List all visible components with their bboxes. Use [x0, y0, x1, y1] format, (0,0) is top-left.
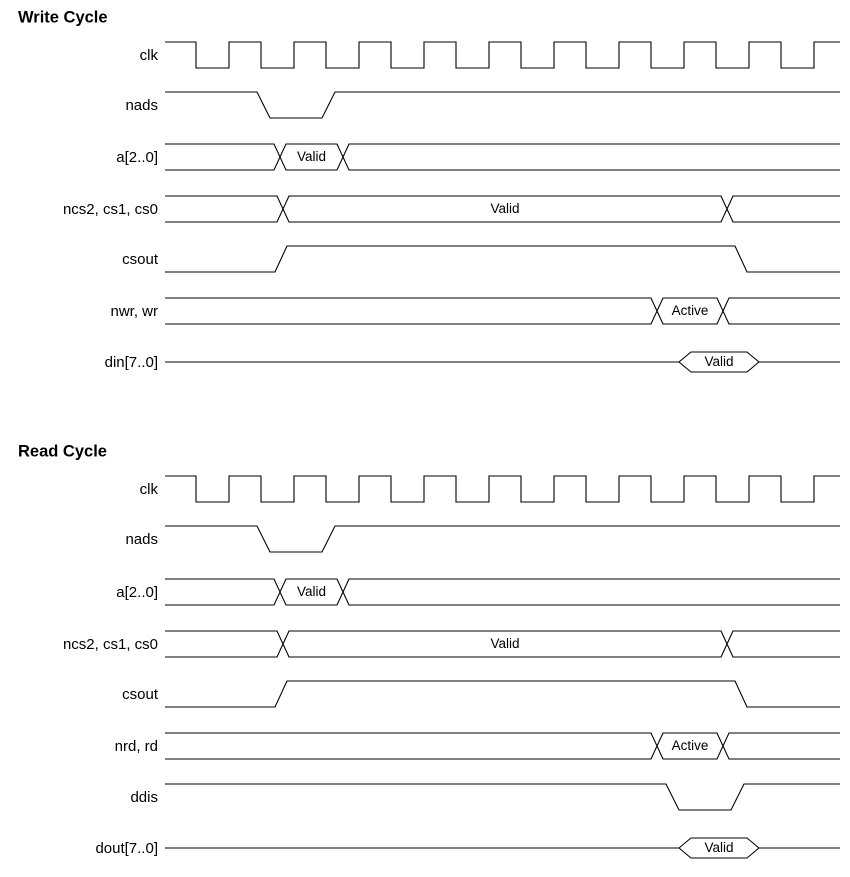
write-cycle-a-2-0-row: a[2..0] Valid — [116, 143, 840, 171]
read-cycle-a-2-0-upper-line — [165, 578, 840, 606]
write-cycle-csout-waveform — [165, 245, 840, 273]
write-cycle-ncs2-cs1-cs0-value-label: Valid — [490, 201, 519, 216]
read-cycle-ddis-row: ddis — [130, 783, 840, 811]
write-cycle-ncs2-cs1-cs0-row: ncs2, cs1, cs0 Valid — [63, 195, 840, 223]
write-cycle-a-2-0-value-label: Valid — [297, 149, 326, 164]
write-cycle-nwr-wr-lower-line — [165, 297, 840, 325]
read-cycle-ncs2-cs1-cs0-signal-label: ncs2, cs1, cs0 — [63, 636, 158, 653]
write-cycle-din-7-0-row: din[7..0] Valid — [105, 351, 840, 373]
read-cycle-nrd-rd-signal-label: nrd, rd — [115, 738, 158, 755]
read-cycle-a-2-0-lower-line — [165, 578, 840, 606]
read-cycle-dout-7-0-upper-line — [165, 837, 840, 849]
write-cycle-nwr-wr-row: nwr, wr Active — [110, 297, 840, 325]
read-cycle-a-2-0-row: a[2..0] Valid — [116, 578, 840, 606]
read-cycle-csout-waveform — [165, 680, 840, 708]
read-cycle-nrd-rd-value-label: Active — [672, 738, 709, 753]
write-cycle-din-7-0-upper-line — [165, 351, 840, 363]
read-cycle-csout-signal-label: csout — [122, 686, 159, 703]
clock-waveform — [165, 475, 840, 503]
read-cycle-title: Read Cycle — [18, 442, 107, 460]
read-cycle-a-2-0-value-label: Valid — [297, 584, 326, 599]
write-cycle-a-2-0-upper-line — [165, 143, 840, 171]
write-cycle-nwr-wr-value-label: Active — [672, 303, 709, 318]
read-cycle-dout-7-0-signal-label: dout[7..0] — [95, 840, 158, 857]
read-cycle-nrd-rd-row: nrd, rd Active — [115, 732, 840, 760]
write-cycle-nads-signal-label: nads — [125, 97, 158, 114]
read-cycle-dout-7-0-row: dout[7..0] Valid — [95, 837, 840, 859]
write-cycle-din-7-0-value-label: Valid — [704, 354, 733, 369]
read-cycle-nads-row: nads — [125, 525, 840, 553]
read-cycle-nads-waveform — [165, 525, 840, 553]
write-cycle-ncs2-cs1-cs0-signal-label: ncs2, cs1, cs0 — [63, 201, 158, 218]
write-cycle-ncs2-cs1-cs0-lower-line — [165, 195, 840, 223]
write-cycle-title: Write Cycle — [18, 8, 108, 26]
clock-waveform — [165, 41, 840, 69]
read-cycle-dout-7-0-lower-line — [678, 847, 760, 859]
write-cycle-nwr-wr-upper-line — [165, 297, 840, 325]
read-cycle-ddis-signal-label: ddis — [130, 789, 158, 806]
write-cycle-csout-signal-label: csout — [122, 251, 159, 268]
write-cycle-din-7-0-lower-line — [678, 361, 760, 373]
write-cycle-csout-row: csout — [122, 245, 840, 273]
read-cycle-nrd-rd-upper-line — [165, 732, 840, 760]
write-cycle-a-2-0-signal-label: a[2..0] — [116, 149, 158, 166]
write-cycle-clk-row: clk — [140, 41, 840, 69]
read-cycle-dout-7-0-value-label: Valid — [704, 840, 733, 855]
read-cycle-nads-signal-label: nads — [125, 531, 158, 548]
write-cycle-nads-waveform — [165, 91, 840, 119]
read-cycle-csout-row: csout — [122, 680, 840, 708]
write-cycle-clk-signal-label: clk — [140, 47, 159, 64]
read-cycle-ncs2-cs1-cs0-row: ncs2, cs1, cs0 Valid — [63, 630, 840, 658]
write-cycle-din-7-0-signal-label: din[7..0] — [105, 354, 158, 371]
write-cycle-nads-row: nads — [125, 91, 840, 119]
read-cycle-ncs2-cs1-cs0-upper-line — [165, 630, 840, 658]
read-cycle-nrd-rd-lower-line — [165, 732, 840, 760]
write-cycle-ncs2-cs1-cs0-upper-line — [165, 195, 840, 223]
read-cycle-clk-signal-label: clk — [140, 481, 159, 498]
read-cycle-clk-row: clk — [140, 475, 840, 503]
read-cycle-ddis-waveform — [165, 783, 840, 811]
write-cycle-a-2-0-lower-line — [165, 143, 840, 171]
read-cycle-a-2-0-signal-label: a[2..0] — [116, 584, 158, 601]
read-cycle-ncs2-cs1-cs0-lower-line — [165, 630, 840, 658]
write-cycle-nwr-wr-signal-label: nwr, wr — [110, 303, 158, 320]
read-cycle-ncs2-cs1-cs0-value-label: Valid — [490, 636, 519, 651]
